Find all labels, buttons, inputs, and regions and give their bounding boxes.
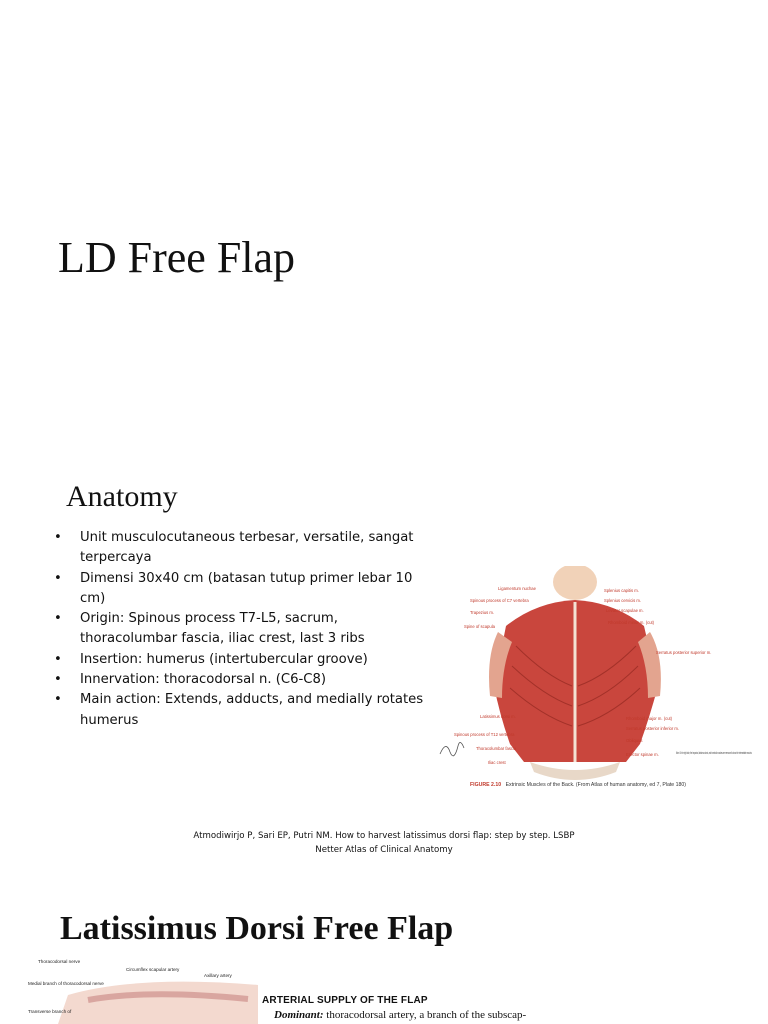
anatomy-heading: Anatomy	[66, 480, 178, 513]
list-item: Innervation: thoracodorsal n. (C6-C8)	[54, 670, 434, 691]
list-item: Unit musculocutaneous terbesar, versatil…	[54, 528, 434, 569]
figure-label: Thoracolumbar fascia	[476, 746, 517, 751]
list-item: Insertion: humerus (intertubercular groo…	[54, 650, 434, 671]
arterial-supply-heading: ARTERIAL SUPPLY OF THE FLAP	[262, 995, 428, 1006]
title-slide: LD Free Flap	[0, 0, 768, 432]
figure-label: Iliac crest	[488, 760, 507, 765]
figure-label: Erector spinae m.	[626, 752, 659, 757]
anatomy-bullet-list: Unit musculocutaneous terbesar, versatil…	[54, 528, 434, 731]
list-item: Origin: Spinous process T7-L5, sacrum, t…	[54, 609, 434, 650]
head-shape	[553, 566, 597, 600]
figure-label: Thoracodorsal nerve	[38, 959, 81, 964]
caption-text: Extrinsic Muscles of the Back. (From Atl…	[506, 782, 687, 788]
figure-label: Latissimus dorsi m.	[480, 714, 516, 719]
figure-label: Obliquus	[626, 738, 643, 743]
figure-label: Rhomboid major m. (cut)	[626, 716, 673, 721]
figure-label: Rhomboid minor m. (cut)	[608, 620, 655, 625]
figure-label: Splenius cervicis m.	[604, 598, 641, 603]
caption-label: FIGURE 2.10	[470, 782, 501, 788]
figure-label: Splenius capitis m.	[604, 588, 639, 593]
flap-tissue	[58, 981, 258, 1024]
figure-label: Spine of scapula	[464, 624, 496, 629]
figure-label: Ligamentum nuchae	[498, 586, 537, 591]
figure-label: Serratus posterior inferior m.	[626, 726, 679, 731]
flap-figure-labels: Thoracodorsal nerve Circumflex scapular …	[28, 959, 233, 1014]
left-labels: Ligamentum nuchae Spinous process of C7 …	[454, 586, 537, 765]
arterial-supply-line: Dominant: thoracodorsal artery, a branch…	[274, 1009, 526, 1021]
artist-signature	[439, 742, 465, 757]
figure-label: Transverse branch of	[28, 1009, 72, 1014]
back-muscles-figure: Ligamentum nuchae Spinous process of C7 …	[439, 566, 752, 788]
right-arm	[638, 632, 661, 698]
dominant-label: Dominant:	[274, 1009, 324, 1021]
figure-label: Axillary artery	[204, 973, 233, 978]
flap-vessels-figure: Thoracodorsal nerve Circumflex scapular …	[28, 959, 258, 1024]
vessel-bundle	[87, 991, 249, 1003]
right-labels: Splenius capitis m. Splenius cervicis m.…	[604, 588, 711, 757]
figure-label: Trapezius m.	[470, 610, 494, 615]
dominant-text: thoracodorsal artery, a branch of the su…	[326, 1009, 527, 1021]
left-arm	[489, 632, 512, 698]
figure-note: Note: On the right side, the trapezius, …	[676, 751, 752, 755]
muscle-fibers	[509, 645, 641, 727]
reference-line-1: Atmodiwirjo P, Sari EP, Putri NM. How to…	[193, 831, 575, 841]
figure-label: Spinous process of C7 vertebra	[470, 598, 529, 603]
figure-caption: FIGURE 2.10 Extrinsic Muscles of the Bac…	[470, 782, 686, 788]
figure-label: Serratus posterior superior m.	[656, 650, 711, 655]
figure-label: Spinous process of T12 vertebra	[454, 732, 515, 737]
pelvis-shape	[530, 762, 620, 780]
figure-label: Circumflex scapular artery	[126, 967, 180, 972]
reference-line-2: Netter Atlas of Clinical Anatomy	[315, 845, 453, 855]
list-item: Main action: Extends, adducts, and media…	[54, 690, 434, 731]
figure-label: Levator scapulae m.	[606, 608, 644, 613]
list-item: Dimensi 30x40 cm (batasan tutup primer l…	[54, 569, 434, 610]
figure-label: Medial branch of thoracodorsal nerve	[28, 981, 104, 986]
flap-slide-title: Latissimus Dorsi Free Flap	[60, 910, 454, 947]
slide-title: LD Free Flap	[58, 233, 296, 282]
